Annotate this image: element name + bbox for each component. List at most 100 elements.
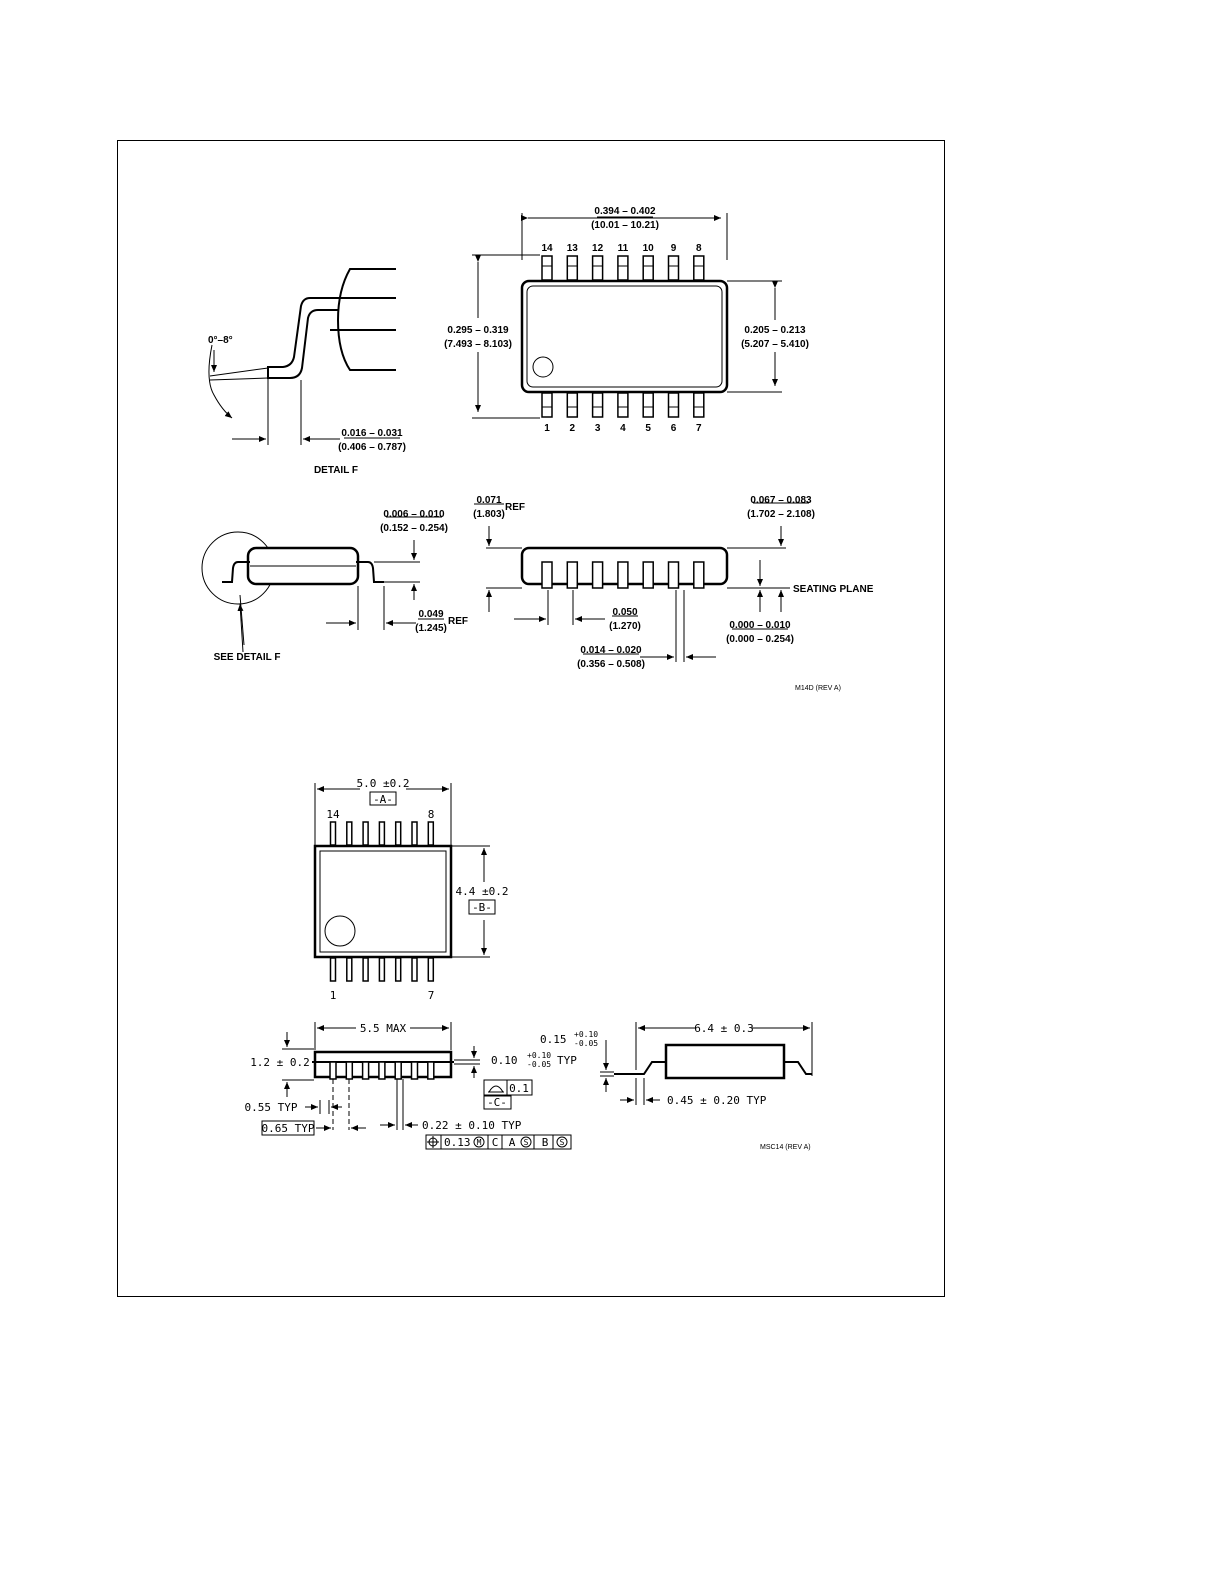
lead-offset-mm-label: (1.245) bbox=[415, 623, 447, 634]
m14d-code: M14D (REV A) bbox=[795, 685, 841, 692]
flatness-value: 0.1 bbox=[509, 1082, 529, 1095]
pin-lead bbox=[591, 392, 604, 418]
msc14-pin-lead bbox=[362, 957, 369, 982]
msc14-overall-label: 6.4 ± 0.3 bbox=[694, 1022, 754, 1035]
front-pin-lead bbox=[642, 561, 654, 589]
flatness-symbol bbox=[488, 1085, 504, 1093]
front-pin-lead bbox=[667, 561, 680, 589]
msc14-pin1-marker bbox=[324, 915, 356, 947]
foot-length-mm-label: (0.406 – 0.787) bbox=[338, 442, 406, 453]
pin-lead bbox=[566, 255, 579, 281]
pin-number: 6 bbox=[671, 423, 677, 434]
m14d-top-pins bbox=[541, 255, 705, 281]
pin-number: 5 bbox=[645, 423, 651, 434]
side-right-lead bbox=[356, 561, 384, 583]
msc14-standoff-label: 0.15 bbox=[540, 1033, 567, 1046]
front-pin-lead bbox=[617, 561, 629, 589]
datum-b-label: -B- bbox=[472, 901, 492, 914]
msc14-pin-lead bbox=[427, 821, 435, 846]
top-width-mm-label: (10.01 – 10.21) bbox=[591, 220, 659, 231]
msc14-pin7-label: 7 bbox=[428, 989, 435, 1002]
lead-width-label: 0.014 – 0.020 bbox=[580, 645, 642, 656]
msc14-pin-lead bbox=[378, 957, 386, 982]
lead-thickness-mm-label: (0.152 – 0.254) bbox=[380, 523, 448, 534]
front-pin-lead bbox=[566, 561, 579, 589]
pin-lead bbox=[693, 392, 705, 418]
datum-a-s: S bbox=[524, 1138, 529, 1147]
datum-c-label: -C- bbox=[487, 1096, 507, 1109]
overall-width-mm-label: (7.493 – 8.103) bbox=[444, 339, 512, 350]
detail-f-body-outline bbox=[336, 268, 396, 371]
msc14-lead-width-label: 0.22 ± 0.10 TYP bbox=[422, 1119, 522, 1132]
pin-number: 9 bbox=[671, 243, 677, 254]
max-length-label: 5.5 MAX bbox=[360, 1022, 407, 1035]
msc14-end-body bbox=[664, 1043, 786, 1080]
pin1-marker bbox=[532, 356, 554, 378]
msc14-pin-lead bbox=[394, 957, 402, 982]
msc14-bottom-pins bbox=[329, 957, 435, 982]
lead-thickness-label: 0.006 – 0.010 bbox=[383, 509, 445, 520]
datum-ref-a: A bbox=[509, 1136, 516, 1149]
m14d-front-view: 0.071 (1.803) REF 0.067 – 0.083 (1.702 –… bbox=[473, 495, 874, 692]
side-left-lead bbox=[222, 561, 250, 583]
m14d-body bbox=[520, 279, 729, 394]
msc14-side-pin-lead bbox=[427, 1061, 435, 1080]
pin-lead bbox=[566, 392, 579, 418]
msc14-code: MSC14 (REV A) bbox=[760, 1144, 811, 1151]
msc14-pin-lead bbox=[346, 821, 353, 846]
msc14-width-label: 4.4 ±0.2 bbox=[456, 885, 509, 898]
msc14-top-view: 14 8 1 7 5.0 ±0.2 -A- 4.4 ±0.2 -B- bbox=[313, 777, 509, 1002]
msc14-side-pin-lead bbox=[329, 1061, 337, 1080]
pin-number: 14 bbox=[541, 243, 553, 254]
detail-f-label: DETAIL F bbox=[314, 465, 358, 476]
msc14-body bbox=[313, 844, 453, 959]
msc14-side-pin-lead bbox=[394, 1061, 402, 1080]
msc14-pin-lead bbox=[411, 957, 418, 982]
msc14-pin-lead bbox=[329, 957, 337, 982]
body-width-mm-label: (5.207 – 5.410) bbox=[741, 339, 809, 350]
msc14-lead-thick-typ: TYP bbox=[557, 1054, 577, 1067]
end-ref-label: 0.071 bbox=[476, 495, 501, 506]
pin-number: 2 bbox=[570, 423, 576, 434]
pin-lead bbox=[693, 255, 705, 281]
msc14-pin14-label: 14 bbox=[326, 808, 340, 821]
msc14-foot-label: 0.45 ± 0.20 TYP bbox=[667, 1094, 767, 1107]
msc14-standoff-hi: +0.10 bbox=[574, 1030, 598, 1039]
msc14-standoff-lo: -0.05 bbox=[574, 1039, 598, 1048]
msc14-height-label: 1.2 ± 0.2 bbox=[250, 1056, 310, 1069]
msc14-top-pins bbox=[329, 821, 435, 846]
m14d-side-view: SEE DETAIL F 0.006 – 0.010 (0.152 – 0.25… bbox=[201, 509, 468, 663]
msc14-lead-thick-tol-lo: -0.05 bbox=[527, 1060, 551, 1069]
front-pin-lead bbox=[541, 561, 553, 589]
pin-number: 1 bbox=[544, 423, 550, 434]
msc14-end-view: 6.4 ± 0.3 0.15 +0.10 -0.05 0.45 ± 0.20 T… bbox=[540, 1022, 813, 1151]
pin-lead bbox=[642, 255, 654, 281]
pin-lead bbox=[541, 392, 553, 418]
pitch-typ-label: 0.65 TYP bbox=[262, 1122, 315, 1135]
pin-number: 11 bbox=[618, 243, 629, 254]
datum-ref-b: B bbox=[542, 1136, 549, 1149]
pitch-mm-label: (1.270) bbox=[609, 621, 641, 632]
msc14-pin-lead bbox=[378, 821, 386, 846]
msc14-pin-lead bbox=[394, 821, 402, 846]
m14d-bottom-pins bbox=[541, 392, 705, 418]
msc14-pin8-label: 8 bbox=[428, 808, 435, 821]
pin-lead bbox=[642, 392, 654, 418]
msc14-side-pin-lead bbox=[410, 1061, 419, 1080]
msc14-pin1-label: 1 bbox=[330, 989, 337, 1002]
end-ref-ref: REF bbox=[505, 502, 525, 513]
pitch-label: 0.050 bbox=[612, 607, 637, 618]
m14d-body-inner bbox=[526, 285, 723, 388]
msc14-pin-lead bbox=[346, 957, 353, 982]
msc14-end-left-lead bbox=[614, 1061, 666, 1075]
pin-lead bbox=[667, 392, 680, 418]
msc14-end-right-lead bbox=[784, 1061, 812, 1075]
msc14-side-pin-lead bbox=[378, 1061, 386, 1080]
angle-arc bbox=[208, 344, 233, 419]
overall-width-label: 0.295 – 0.319 bbox=[447, 325, 509, 336]
msc14-side-pin-lead bbox=[345, 1061, 354, 1080]
